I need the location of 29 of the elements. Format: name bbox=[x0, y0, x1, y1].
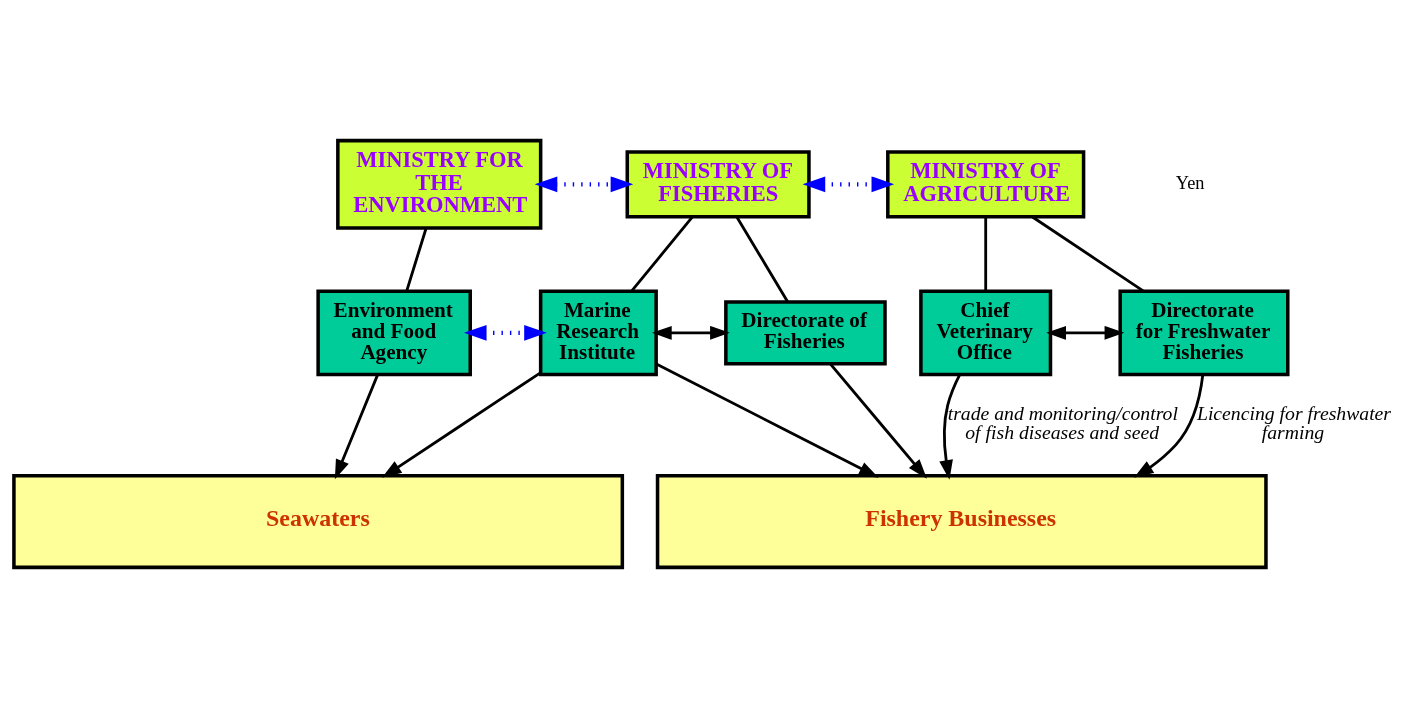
connector bbox=[1031, 215, 1145, 293]
label: Yen bbox=[1175, 173, 1205, 194]
arrow bbox=[802, 176, 895, 193]
arrow bbox=[939, 374, 962, 480]
node-box: Fishery Businesses bbox=[655, 474, 1268, 570]
connector bbox=[984, 216, 988, 291]
node-box: MINISTRY OF FISHERIES bbox=[625, 150, 811, 219]
connector bbox=[630, 216, 694, 292]
arrow bbox=[534, 176, 634, 193]
arrow bbox=[463, 324, 547, 341]
node-box: Directorate for Freshwater Fisheries bbox=[1118, 289, 1290, 377]
edge-label: Licencing for freshwater farming bbox=[1196, 401, 1392, 444]
arrow bbox=[1133, 374, 1205, 478]
node-box: MINISTRY OF AGRICULTURE bbox=[886, 150, 1086, 219]
node-box: Environment and Food Agency bbox=[316, 289, 472, 377]
arrow bbox=[655, 362, 879, 478]
node-box: Directorate of Fisheries bbox=[724, 300, 887, 366]
connector bbox=[405, 227, 428, 292]
connector bbox=[735, 216, 789, 303]
node-box: Marine Research Institute bbox=[538, 289, 658, 377]
arrow bbox=[651, 325, 730, 340]
node-box: MINISTRY FOR THE ENVIRONMENT bbox=[336, 138, 543, 230]
arrow bbox=[829, 363, 927, 479]
node-box: Seawaters bbox=[12, 474, 625, 570]
arrow bbox=[1046, 325, 1125, 340]
arrow bbox=[334, 374, 379, 480]
edge-label: trade and monitoring/control of fish diseases and seed bbox=[947, 401, 1178, 444]
arrow bbox=[381, 371, 542, 478]
node-box: Chief Veterinary Office bbox=[919, 289, 1053, 377]
